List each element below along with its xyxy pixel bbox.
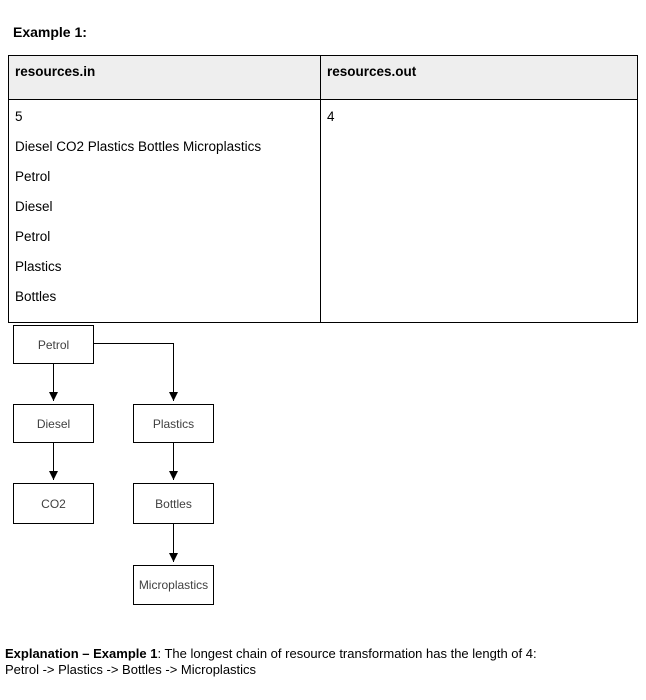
in-line-pair-4: Plastics — [15, 259, 62, 274]
table-header-resources-in: resources.in — [9, 56, 321, 99]
table-header-resources-out: resources.out — [321, 56, 637, 99]
in-line-count: 5 — [15, 109, 23, 124]
flow-arrows — [49, 343, 178, 562]
out-line-result: 4 — [327, 109, 335, 124]
explanation-text: Explanation – Example 1: The longest cha… — [5, 646, 643, 678]
explanation-line-1: Explanation – Example 1: The longest cha… — [5, 646, 643, 662]
in-line-pair-2: Diesel — [15, 199, 53, 214]
diagram-node-co2: CO2 — [13, 483, 94, 524]
table-body-row: 5 Diesel CO2 Plastics Bottles Microplast… — [9, 100, 637, 322]
table-cell-resources-in: 5 Diesel CO2 Plastics Bottles Microplast… — [9, 100, 321, 322]
resources-table: resources.in resources.out 5 Diesel CO2 … — [8, 55, 638, 323]
arrow-petrol-to-plastics — [94, 343, 178, 401]
explanation-lead-rest: : The longest chain of resource transfor… — [157, 646, 537, 661]
table-cell-resources-out: 4 — [321, 100, 637, 322]
diagram-node-bottles: Bottles — [133, 483, 214, 524]
diagram-node-diesel: Diesel — [13, 404, 94, 443]
page-title: Example 1: — [13, 24, 87, 40]
in-line-pair-5: Bottles — [15, 289, 57, 304]
in-line-pair-1: Petrol — [15, 169, 51, 184]
in-line-pair-3: Petrol — [15, 229, 51, 244]
in-line-resources: Diesel CO2 Plastics Bottles Microplastic… — [15, 139, 262, 154]
diagram-node-petrol: Petrol — [13, 325, 94, 364]
explanation-line-2: Petrol -> Plastics -> Bottles -> Micropl… — [5, 662, 257, 677]
table-header-row: resources.in resources.out — [9, 56, 637, 100]
diagram-node-microplastics: Microplastics — [133, 565, 214, 605]
explanation-lead: Explanation – Example 1 — [5, 646, 158, 661]
diagram-node-plastics: Plastics — [133, 404, 214, 443]
